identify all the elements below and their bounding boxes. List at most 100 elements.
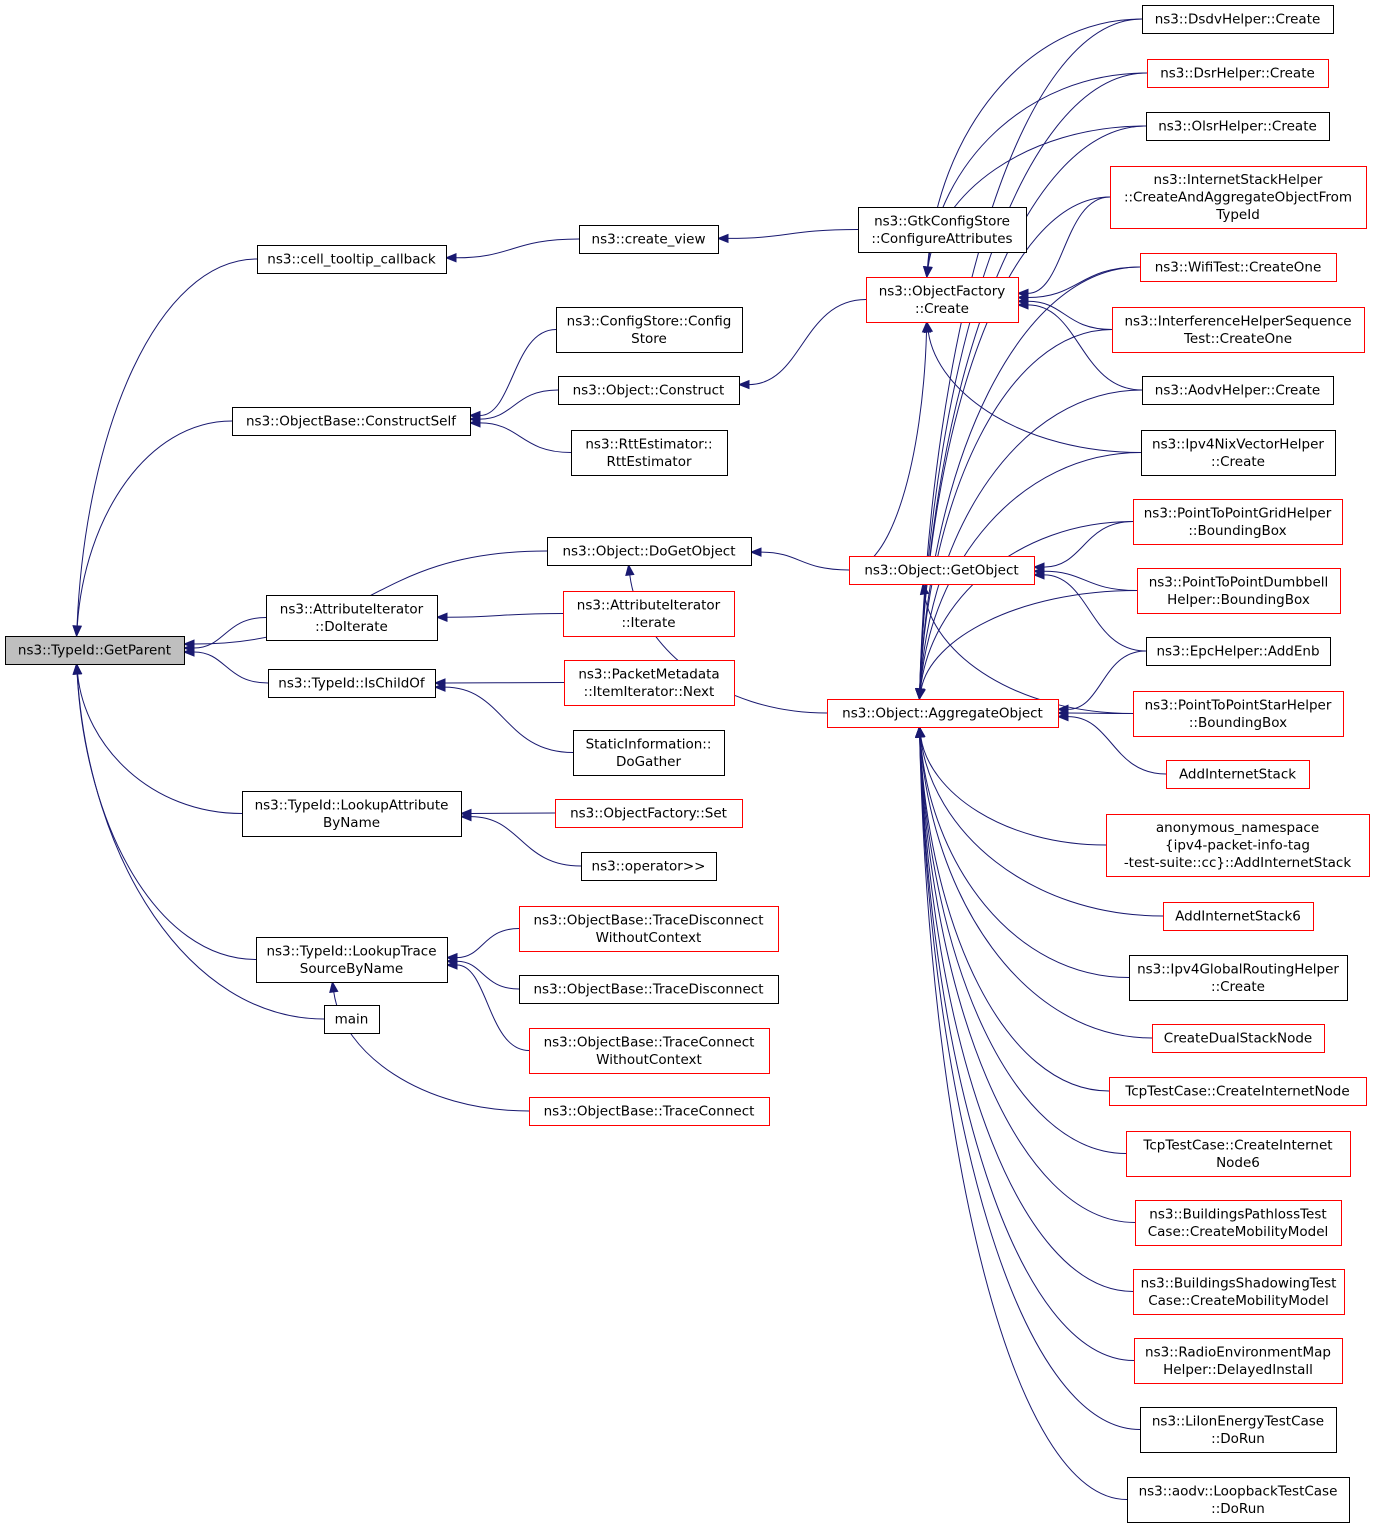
node-label: Helper::DelayedInstall <box>1163 1362 1313 1378</box>
graph-node-aodvloop[interactable]: ns3::aodv::LoopbackTestCase::DoRun <box>1127 1477 1350 1523</box>
edge-line <box>446 613 564 618</box>
edge-arrowhead <box>914 725 925 738</box>
graph-node-interference[interactable]: ns3::InterferenceHelperSequenceTest::Cre… <box>1112 307 1365 353</box>
node-box <box>5 636 185 665</box>
graph-node-tracedisc[interactable]: ns3::ObjectBase::TraceDisconnect <box>519 975 779 1004</box>
edge-line <box>919 736 1130 978</box>
edge-arrowhead <box>749 547 762 557</box>
graph-node-globalrouting[interactable]: ns3::Ipv4GlobalRoutingHelper::Create <box>1129 955 1348 1001</box>
node-label: ns3::Ipv4GlobalRoutingHelper <box>1137 961 1339 977</box>
graph-node-gtkconfig[interactable]: ns3::GtkConfigStore::ConfigureAttributes <box>858 207 1027 253</box>
node-box <box>1133 691 1344 737</box>
edge-nixvector-to-objfactorycreate <box>923 320 1142 453</box>
node-label: ns3::AodvHelper::Create <box>1155 383 1320 399</box>
graph-node-objfactorycreate[interactable]: ns3::ObjectFactory::Create <box>866 277 1019 323</box>
edge-lookuptrace-to-getparent <box>72 662 257 960</box>
graph-node-traceconn[interactable]: ns3::ObjectBase::TraceConnect <box>529 1097 770 1126</box>
edge-line <box>193 651 269 684</box>
graph-node-configstore[interactable]: ns3::ConfigStore::ConfigStore <box>556 307 743 353</box>
graph-node-getobject[interactable]: ns3::Object::GetObject <box>849 556 1035 585</box>
graph-node-staticinfo[interactable]: StaticInformation::DoGather <box>573 730 725 776</box>
node-label: ns3::RttEstimator:: <box>585 436 712 452</box>
graph-node-olsr[interactable]: ns3::OlsrHelper::Create <box>1146 112 1330 141</box>
node-label: ns3::AttributeIterator <box>577 597 721 613</box>
graph-node-dsdv[interactable]: ns3::DsdvHelper::Create <box>1142 5 1334 34</box>
graph-node-epc[interactable]: ns3::EpcHelper::AddEnb <box>1146 637 1331 666</box>
node-box <box>558 376 740 405</box>
edge-p2pdumbbell-to-aggregate <box>916 590 1138 701</box>
node-label: ns3::ObjectBase::TraceDisconnect <box>533 912 763 928</box>
graph-node-tcpnode[interactable]: TcpTestCase::CreateInternetNode <box>1109 1077 1367 1106</box>
graph-node-attriter[interactable]: ns3::AttributeIterator::DoIterate <box>266 595 438 641</box>
graph-node-p2pstar[interactable]: ns3::PointToPointStarHelper::BoundingBox <box>1133 691 1344 737</box>
graph-node-bldshadow[interactable]: ns3::BuildingsShadowingTestCase::CreateM… <box>1133 1269 1345 1315</box>
graph-node-addinet6[interactable]: AddInternetStack6 <box>1163 902 1314 931</box>
graph-node-wifitest[interactable]: ns3::WifiTest::CreateOne <box>1140 253 1337 282</box>
edge-line <box>919 736 1127 1154</box>
graph-node-traceconnwoctx[interactable]: ns3::ObjectBase::TraceConnectWithoutCont… <box>529 1028 770 1074</box>
edge-line <box>919 329 1113 690</box>
edge-line <box>479 422 572 453</box>
node-label: ::CreateAndAggregateObjectFrom <box>1124 190 1352 206</box>
edge-addinet-to-aggregate <box>1056 711 1167 775</box>
node-box <box>1142 5 1334 34</box>
graph-node-packetmeta[interactable]: ns3::PacketMetadata::ItemIterator::Next <box>564 660 735 706</box>
graph-node-anon[interactable]: anonymous_namespace{ipv4-packet-info-tag… <box>1106 814 1370 877</box>
graph-node-dsr[interactable]: ns3::DsrHelper::Create <box>1147 59 1329 88</box>
node-label: ns3::cell_tooltip_callback <box>267 252 436 268</box>
graph-node-p2pdumbbell[interactable]: ns3::PointToPointDumbbellHelper::Boundin… <box>1137 568 1341 614</box>
node-label: ns3::BuildingsShadowingTest <box>1141 1275 1337 1291</box>
edge-line <box>1027 300 1113 330</box>
node-label: ::Create <box>1211 454 1265 470</box>
graph-node-p2pgrid[interactable]: ns3::PointToPointGridHelper::BoundingBox <box>1133 499 1343 545</box>
node-label: Case::CreateMobilityModel <box>1148 1293 1329 1309</box>
edge-attriteriterate-to-attriter <box>435 612 564 622</box>
graph-node-rttest[interactable]: ns3::RttEstimator::RttEstimator <box>571 430 728 476</box>
graph-node-attriteriterate[interactable]: ns3::AttributeIterator::Iterate <box>563 591 735 637</box>
graph-node-ischildof[interactable]: ns3::TypeId::IsChildOf <box>268 669 436 698</box>
graph-node-addinet[interactable]: AddInternetStack <box>1166 760 1310 789</box>
edge-inetstack-to-aggregate <box>915 196 1111 701</box>
graph-node-constructself[interactable]: ns3::ObjectBase::ConstructSelf <box>232 407 471 436</box>
node-label: ns3::TypeId::LookupAttribute <box>255 797 449 813</box>
node-box <box>1140 253 1337 282</box>
node-label: {ipv4-packet-info-tag <box>1165 838 1310 854</box>
node-label: ns3::BuildingsPathlossTest <box>1149 1206 1326 1222</box>
graph-node-celltooltip[interactable]: ns3::cell_tooltip_callback <box>257 245 447 274</box>
node-label: ns3::TypeId::IsChildOf <box>278 676 426 692</box>
node-label: ns3::ObjectFactory <box>879 283 1006 299</box>
graph-node-aggregate[interactable]: ns3::Object::AggregateObject <box>827 699 1059 728</box>
edge-arrowhead <box>444 253 457 263</box>
graph-node-createview[interactable]: ns3::create_view <box>579 225 719 254</box>
graph-node-rem[interactable]: ns3::RadioEnvironmentMapHelper::DelayedI… <box>1134 1338 1343 1384</box>
graph-node-main[interactable]: main <box>324 1005 380 1034</box>
edge-line <box>1043 574 1147 652</box>
graph-node-dualstack[interactable]: CreateDualStackNode <box>1152 1024 1325 1053</box>
graph-node-bldpath[interactable]: ns3::BuildingsPathlossTestCase::CreateMo… <box>1135 1200 1342 1246</box>
graph-node-nixvector[interactable]: ns3::Ipv4NixVectorHelper::Create <box>1141 430 1336 476</box>
graph-node-operator[interactable]: ns3::operator>> <box>581 852 717 881</box>
node-box <box>1146 637 1331 666</box>
graph-node-getparent: ns3::TypeId::GetParent <box>5 636 185 665</box>
node-label: ns3::GtkConfigStore <box>874 213 1010 229</box>
node-box <box>1126 1131 1351 1177</box>
edge-traceconnwoctx-to-lookuptrace <box>445 960 530 1051</box>
graph-node-aodv[interactable]: ns3::AodvHelper::Create <box>1142 376 1334 405</box>
node-label: WithoutContext <box>596 930 702 946</box>
edge-line <box>456 960 520 990</box>
node-box <box>563 591 735 637</box>
graph-node-dogetobject[interactable]: ns3::Object::DoGetObject <box>547 537 752 566</box>
graph-node-liion[interactable]: ns3::LiIonEnergyTestCase::DoRun <box>1140 1407 1337 1453</box>
node-label: ::DoIterate <box>315 619 388 635</box>
graph-node-objfactoryset[interactable]: ns3::ObjectFactory::Set <box>555 799 743 828</box>
node-label: ns3::ObjectBase::TraceDisconnect <box>533 982 763 998</box>
graph-node-tracediscwoctx[interactable]: ns3::ObjectBase::TraceDisconnectWithoutC… <box>519 906 779 952</box>
edge-tracedisc-to-lookuptrace <box>445 956 520 990</box>
graph-node-inetstack[interactable]: ns3::InternetStackHelper::CreateAndAggre… <box>1110 166 1367 229</box>
edge-line <box>479 389 559 420</box>
edge-line <box>919 266 1141 690</box>
graph-node-construct[interactable]: ns3::Object::Construct <box>558 376 740 405</box>
